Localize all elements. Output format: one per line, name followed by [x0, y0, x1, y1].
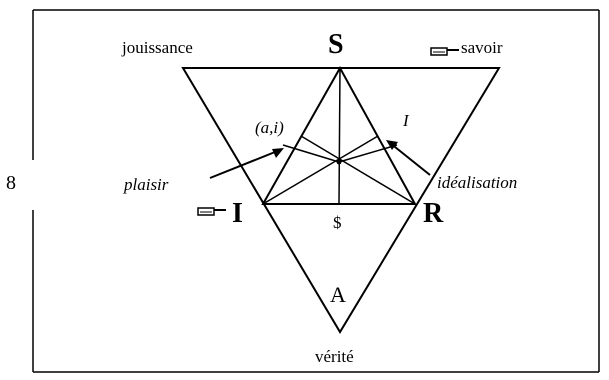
- label-verite: vérité: [315, 347, 354, 366]
- median-from-R: [300, 135, 416, 205]
- vertex-A: A: [330, 282, 346, 307]
- median-from-I: [262, 135, 379, 205]
- vertex-R: R: [423, 198, 444, 229]
- label-jouissance: jouissance: [121, 38, 193, 57]
- idealisation-arrow: [389, 142, 431, 176]
- line-upper-left: [282, 144, 340, 163]
- plaisir-arrowhead: [272, 148, 284, 158]
- page-number: 8: [6, 172, 16, 194]
- centroid-dot: [336, 159, 342, 165]
- vertex-S: S: [328, 29, 344, 60]
- vertex-I: I: [232, 198, 243, 229]
- label-I: I: [402, 111, 410, 130]
- label-a-i: (a,i): [255, 118, 284, 137]
- label-savoir: savoir: [461, 38, 503, 57]
- pointing-hand-icon-left: [197, 207, 226, 216]
- median-from-S: [338, 67, 341, 205]
- label-idealisation: idéalisation: [437, 173, 517, 192]
- plaisir-arrow: [209, 149, 281, 179]
- pointing-hand-icon: [430, 47, 459, 56]
- line-upper-right: [338, 144, 398, 163]
- label-plaisir: plaisir: [123, 175, 169, 194]
- idealisation-arrowhead: [386, 140, 398, 150]
- center-mark: $: [333, 213, 342, 232]
